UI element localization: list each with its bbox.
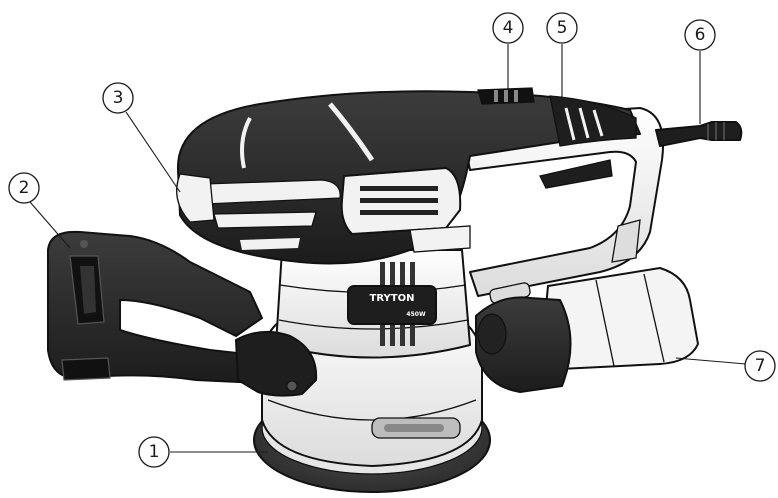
callout-4-number: 4 — [503, 18, 514, 38]
callout-5: 5 — [546, 12, 578, 98]
callout-6-number: 6 — [695, 25, 706, 45]
rear-handle — [459, 107, 664, 304]
callout-1-number: 1 — [149, 442, 160, 462]
motor-column: TRYTON 450W — [275, 249, 471, 359]
top-grip — [549, 95, 637, 147]
callout-1: 1 — [138, 436, 268, 468]
brand-badge: TRYTON 450W — [347, 285, 437, 325]
dust-box — [475, 267, 699, 393]
callout-7-number: 7 — [755, 356, 766, 376]
callout-5-number: 5 — [557, 18, 568, 38]
top-vents — [340, 167, 462, 235]
top-housing — [176, 90, 641, 265]
brand-label: TRYTON — [370, 293, 415, 304]
callout-3: 3 — [102, 82, 181, 193]
power-switch — [477, 87, 535, 105]
callout-2: 2 — [8, 172, 71, 249]
front-handle — [47, 230, 318, 397]
callout-4: 4 — [492, 12, 524, 90]
callout-3-number: 3 — [113, 88, 124, 108]
callout-2-number: 2 — [19, 178, 30, 198]
ribs — [380, 262, 415, 346]
power-cord — [655, 121, 743, 147]
callout-6: 6 — [684, 19, 716, 124]
power-label: 450W — [406, 311, 426, 318]
callout-7: 7 — [675, 350, 776, 382]
